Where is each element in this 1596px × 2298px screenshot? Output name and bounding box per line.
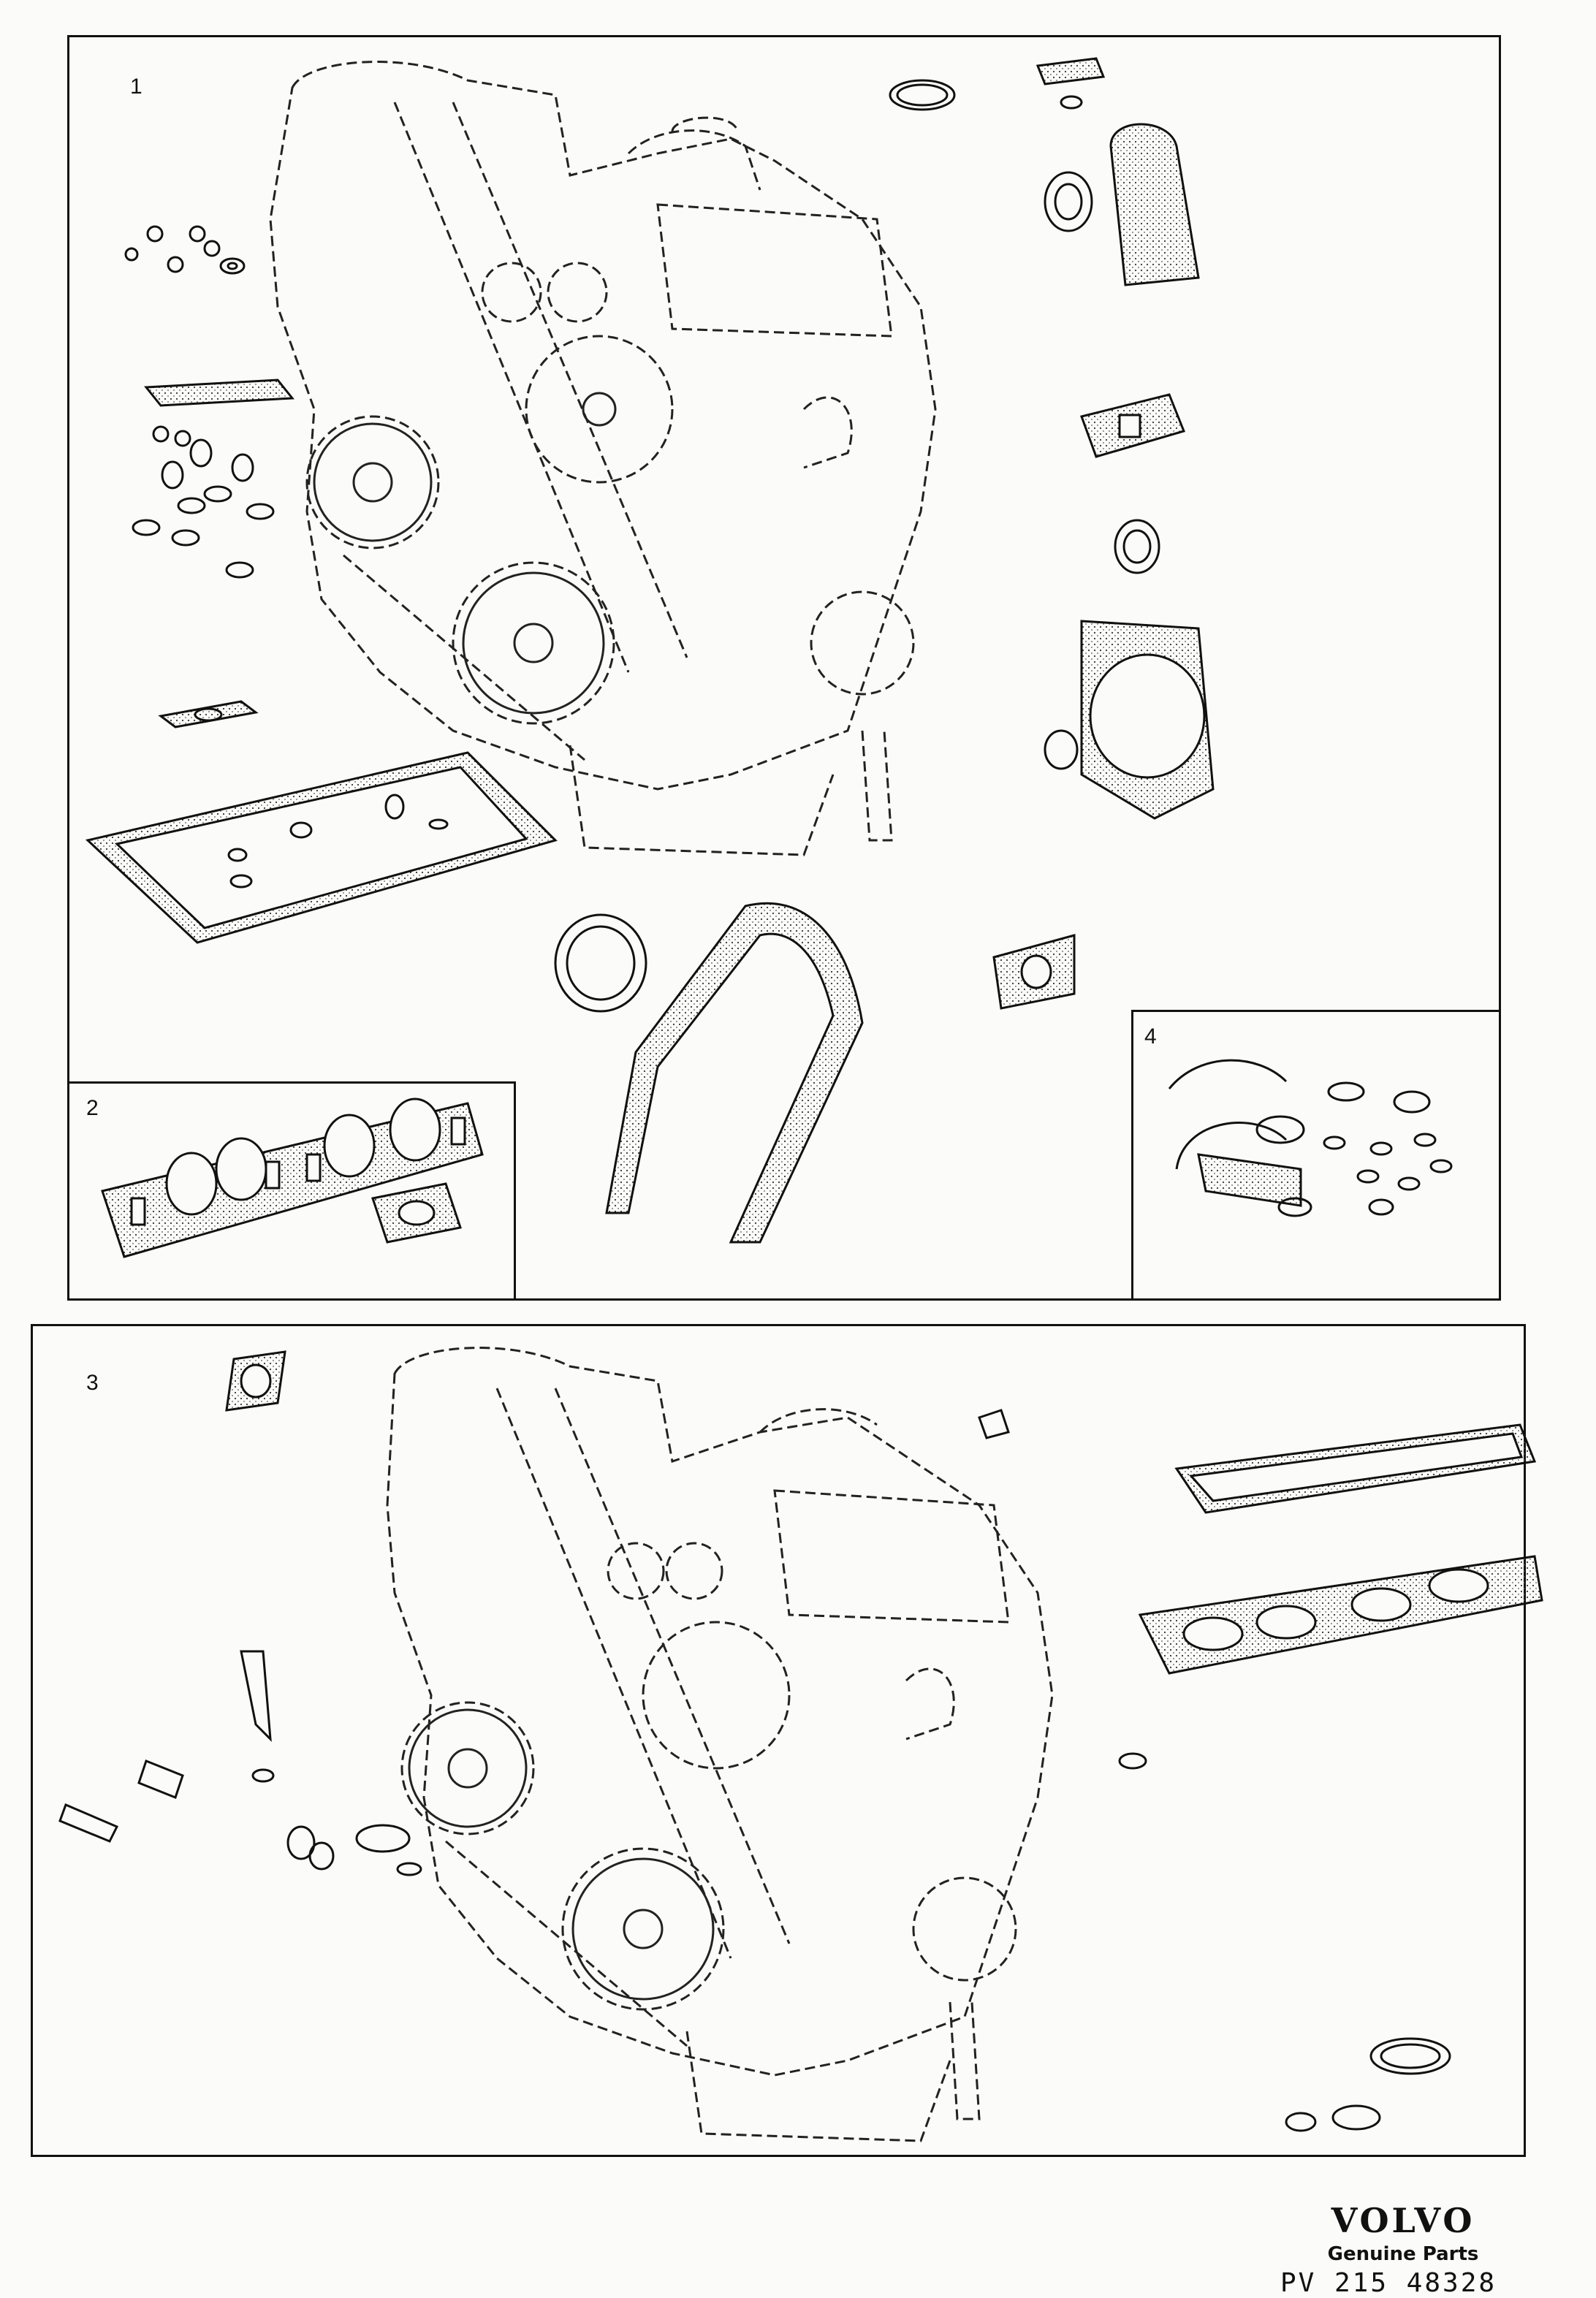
panel-2-frame [67,1081,516,1301]
panel-2-label: 2 [86,1096,99,1120]
gasket-parts-left [124,225,294,728]
panel-4-frame [1131,1010,1501,1301]
panel-4-label: 4 [1144,1024,1157,1049]
brand-block: VOLVO Genuine Parts PV 215 48328 [1280,2201,1520,2298]
gasket-parts-bottom [58,1350,1543,2132]
panel-3-frame [31,1324,1526,2157]
panel-3-label: 3 [86,1371,99,1395]
sump-gasket [85,751,558,944]
panel-1-frame [67,35,1501,1301]
engine-drawing-bottom-solid [408,1708,715,2001]
engine-drawing-bottom [386,1347,1054,2142]
genuine-parts-tagline: Genuine Parts [1327,2243,1479,2265]
volvo-logo: VOLVO [1331,2201,1475,2240]
engine-drawing-top [269,61,937,856]
small-gasket-kit [1168,1059,1453,1217]
gasket-parts-right [889,57,1215,1010]
engine-drawing-top-solid [313,392,617,715]
illustration-code: PV 215 48328 [1280,2268,1497,2298]
manifold-gasket [101,1097,484,1258]
timing-cover-gasket [554,902,864,1244]
panel-1-label: 1 [130,75,142,99]
